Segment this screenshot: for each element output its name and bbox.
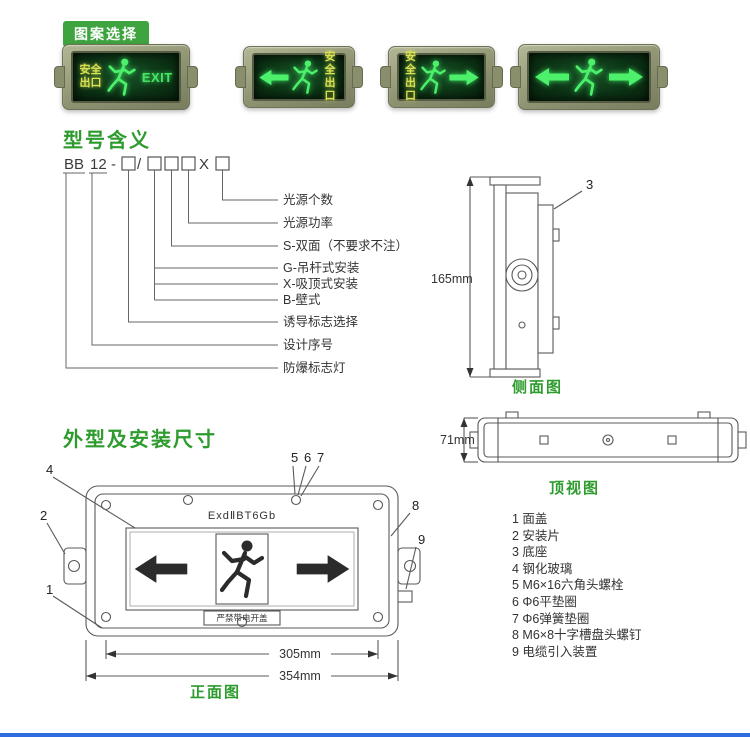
arrow-right-icon: [449, 68, 479, 87]
inner-width-dim: 305mm: [279, 647, 321, 661]
parts-list: 1 面盖 2 安装片 3 底座 4 钢化玻璃 5 M6×16六角头螺栓 6 Φ6…: [512, 511, 642, 660]
callout-7: 7: [317, 450, 324, 465]
mount-lug-right: [187, 66, 198, 88]
side-view-body: [489, 176, 560, 378]
mount-lug-left: [510, 66, 521, 88]
sign-text-cn: 安全出口: [405, 50, 416, 103]
front-view-body: ExdⅡBT6Gb 严禁带电开盖: [63, 485, 421, 637]
parts-list-item: 5 M6×16六角头螺栓: [512, 578, 624, 593]
front-view-caption: 正面图: [190, 684, 242, 701]
callout-3: 3: [586, 177, 593, 192]
parts-list-item: 6 Φ6平垫圈: [512, 594, 577, 609]
mount-lug-left: [54, 66, 65, 88]
mount-lug-right: [492, 66, 503, 88]
front-view-drawing: ExdⅡBT6Gb 严禁带电开盖 4 2 1 5 6 7 8 9: [40, 450, 425, 683]
sign-screen: 安全出口: [397, 50, 486, 103]
code-box-4: [181, 156, 196, 171]
running-man-icon: [420, 59, 446, 95]
callout-6: 6: [304, 450, 311, 465]
code-box-1: [121, 156, 136, 171]
top-view-body: [469, 411, 747, 463]
code-box-3: [164, 156, 179, 171]
model-labels: 光源个数 光源功率 S-双面（不要求不注） G-吊杆式安装 X-吸顶式安装 B-…: [283, 192, 408, 375]
model-meaning-heading: 型号含义: [63, 130, 151, 152]
exit-sign-photo-3: 安全出口: [380, 46, 503, 108]
code-serial: 12: [90, 156, 107, 173]
code-x: X: [199, 156, 209, 173]
model-connector-lines: [63, 170, 278, 369]
exit-sign-photo-1: 安全出口 EXIT: [54, 44, 198, 110]
side-view-callout-3: 3: [553, 177, 593, 210]
model-code-diagram: BB 12 - / X 光源个数 光源功率 S-双面（不要求不注） G-吊杆式安…: [63, 156, 408, 375]
callout-1: 1: [46, 582, 53, 597]
top-height-dim: 71mm: [440, 433, 475, 447]
code-slash: /: [137, 156, 142, 173]
model-label: 光源功率: [283, 215, 333, 230]
parts-list-item: 2 安装片: [512, 528, 560, 543]
warning-plate-text: 严禁带电开盖: [216, 613, 268, 623]
top-view-dimension: 71mm: [440, 417, 478, 463]
sign-screen: 安全出口 EXIT: [71, 51, 181, 103]
model-label: 诱导标志选择: [283, 314, 359, 329]
front-view-dimensions: 305mm 354mm: [85, 640, 399, 683]
mount-lug-right: [352, 66, 363, 88]
arrow-right-icon: [609, 66, 643, 88]
top-view-caption: 顶视图: [549, 480, 601, 497]
sign-screen: 安全出口: [252, 50, 346, 103]
pattern-select-badge: 图案选择: [63, 21, 149, 47]
model-label: B-壁式: [283, 292, 321, 307]
side-view-caption: 侧面图: [512, 379, 564, 396]
code-box-5: [215, 156, 230, 171]
section-divider-bar: [0, 733, 750, 737]
model-label: X-吸顶式安装: [283, 276, 358, 291]
arrow-left-icon: [259, 68, 289, 87]
parts-list-item: 4 钢化玻璃: [512, 561, 573, 576]
parts-list-item: 1 面盖: [512, 512, 548, 526]
side-view-drawing: 165mm 3: [431, 176, 593, 378]
code-box-2: [147, 156, 162, 171]
code-prefix: BB: [64, 156, 84, 173]
model-label: 设计序号: [283, 337, 333, 352]
model-label: G-吊杆式安装: [283, 260, 359, 275]
mount-lug-left: [380, 66, 391, 88]
top-view-drawing: 71mm: [440, 411, 747, 463]
callout-9: 9: [418, 532, 425, 547]
callout-8: 8: [412, 498, 419, 513]
callout-4: 4: [46, 462, 53, 477]
sign-text-exit: EXIT: [141, 69, 173, 85]
arrow-left-icon: [535, 66, 569, 88]
sign-text-cn: 安全出口: [324, 50, 336, 103]
running-man-icon: [574, 57, 603, 97]
model-label: 防爆标志灯: [283, 360, 346, 375]
model-label: 光源个数: [283, 192, 334, 207]
outline-heading: 外型及安装尺寸: [63, 429, 217, 451]
outer-width-dim: 354mm: [279, 669, 321, 683]
parts-list-item: 7 Φ6弹簧垫圈: [512, 611, 590, 626]
exit-sign-photo-2: 安全出口: [235, 46, 363, 108]
side-view-dimension: 165mm: [431, 176, 490, 378]
side-height-dim: 165mm: [431, 272, 473, 286]
front-view-callouts: 4 2 1 5 6 7 8 9: [40, 450, 425, 629]
mount-lug-right: [657, 66, 668, 88]
running-man-icon: [107, 57, 136, 97]
callout-2: 2: [40, 508, 47, 523]
model-label: S-双面（不要求不注）: [283, 238, 408, 253]
mount-lug-left: [235, 66, 246, 88]
parts-list-item: 9 电缆引入装置: [512, 644, 598, 659]
running-man-icon: [292, 59, 318, 95]
code-dash: -: [111, 156, 116, 173]
exit-sign-photo-4: [510, 44, 668, 110]
parts-list-item: 8 M6×8十字槽盘头螺钉: [512, 628, 642, 643]
sign-text-cn: 安全出口: [79, 63, 102, 89]
ex-marking: ExdⅡBT6Gb: [208, 510, 276, 522]
sign-screen: [527, 51, 651, 103]
parts-list-item: 3 底座: [512, 545, 548, 560]
callout-5: 5: [291, 450, 298, 465]
model-code-line: BB 12 - / X: [64, 156, 230, 173]
